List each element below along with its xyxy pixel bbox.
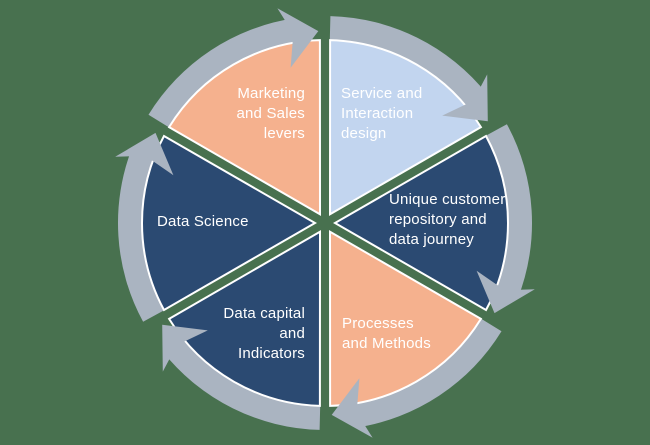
segment-label-marketing-and-sales-levers: Marketing and Sales levers xyxy=(236,84,305,144)
label-line: levers xyxy=(263,125,305,142)
segment-label-data-science: Data Science xyxy=(157,212,249,232)
segment-label-unique-customer-repository-and-data-journey: Unique customer repository and data jour… xyxy=(389,190,505,250)
label-line: and xyxy=(279,325,305,342)
label-line: Interaction xyxy=(341,105,414,122)
label-line: and Sales xyxy=(236,105,305,122)
ring-arrow-marketing-and-sales-levers xyxy=(148,18,298,128)
ring-arrowhead-marketing-and-sales-levers xyxy=(277,8,319,68)
label-line: design xyxy=(341,125,387,142)
segment-label-data-capital-and-indicators: Data capital and Indicators xyxy=(223,304,305,364)
ring-arrow-data-science xyxy=(117,147,165,322)
ring-arrowhead-unique-customer-repository-and-data-journey xyxy=(476,270,535,314)
label-line: repository and xyxy=(389,211,487,228)
label-line: Data capital xyxy=(223,305,305,322)
label-line: Indicators xyxy=(237,345,305,362)
label-line: Unique customer xyxy=(389,191,506,208)
ring-arrowhead-processes-and-methods xyxy=(331,378,373,438)
label-line: Service and xyxy=(341,85,423,102)
ring-arrowheads xyxy=(115,8,535,438)
segment-label-service-and-interaction-design: Service and Interaction design xyxy=(341,84,422,144)
label-line: Processes xyxy=(342,315,414,332)
ring-arrow-unique-customer-repository-and-data-journey xyxy=(485,124,533,299)
segment-label-processes-and-methods: Processes and Methods xyxy=(342,314,431,354)
ring-arrowhead-service-and-interaction-design xyxy=(442,74,488,122)
ring-arrow-processes-and-methods xyxy=(352,318,502,428)
ring-arrowhead-data-capital-and-indicators xyxy=(162,324,208,372)
label-line: and Methods xyxy=(342,335,431,352)
ring-arrowhead-data-science xyxy=(115,132,174,176)
label-line: Data Science xyxy=(157,213,249,230)
label-line: data journey xyxy=(389,231,474,248)
label-line: Marketing xyxy=(237,85,305,102)
